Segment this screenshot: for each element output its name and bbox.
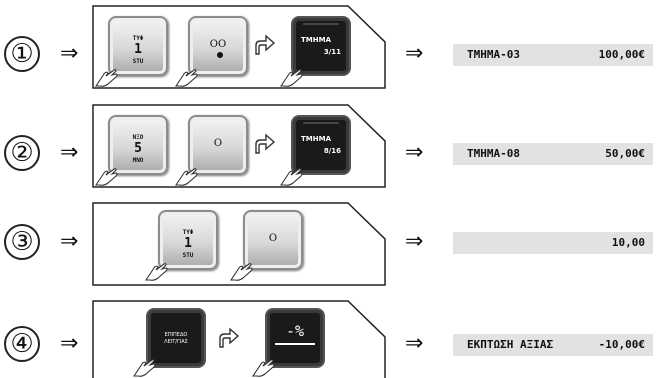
implies-arrow: ⇒	[60, 331, 79, 356]
implies-arrow: ⇒	[60, 229, 79, 254]
display-readout: ΤΜΗΜΑ-08 50,00€	[453, 143, 653, 165]
underline-bar	[275, 343, 315, 345]
key-percent-discount[interactable]: -%	[265, 308, 325, 368]
implies-arrow: ⇒	[405, 140, 424, 165]
implies-arrow: ⇒	[405, 331, 424, 356]
display-readout: 10,00	[453, 232, 653, 254]
key-zero[interactable]: O	[188, 115, 248, 175]
display-text: ΕΚΠΤΩΣΗ ΑΞΙΑΣ	[467, 338, 554, 351]
display-value: 50,00€	[605, 147, 645, 160]
step-2: ② ⇒ ΝΞΟ 5 MNO O ΤΜΗΜΑ 8/16 ⇒ ΤΜΗΜΑ-08 50…	[0, 100, 659, 190]
hand-pointer-icon	[174, 168, 198, 186]
key-operating-level[interactable]: ΕΠΙΠΕΔΟ ΛΕΙΤ/ΓΙΑΣ	[146, 308, 206, 368]
step-4: ④ ⇒ ΕΠΙΠΕΔΟ ΛΕΙΤ/ΓΙΑΣ -% ⇒ ΕΚΠΤΩΣΗ ΑΞΙΑΣ…	[0, 296, 659, 378]
step-number: ①	[4, 36, 40, 72]
implies-arrow: ⇒	[60, 41, 79, 66]
step-number: ④	[4, 326, 40, 362]
display-readout: ΤΜΗΜΑ-03 100,00€	[453, 44, 653, 66]
hand-pointer-icon	[174, 69, 198, 87]
hand-pointer-icon	[94, 69, 118, 87]
step-3: ③ ⇒ ΤΥΦ 1 STU O ⇒ 10,00	[0, 198, 659, 288]
display-value: -10,00€	[598, 338, 645, 351]
implies-arrow: ⇒	[60, 140, 79, 165]
implies-arrow: ⇒	[405, 229, 424, 254]
key-1-stu[interactable]: ΤΥΦ 1 STU	[108, 16, 168, 76]
hand-pointer-icon	[132, 359, 156, 377]
display-readout: ΕΚΠΤΩΣΗ ΑΞΙΑΣ -10,00€	[453, 334, 653, 356]
display-text: ΤΜΗΜΑ-08	[467, 147, 520, 160]
decimal-dot	[217, 52, 223, 58]
then-arrow-icon	[219, 327, 240, 348]
key-double-zero[interactable]: OO	[188, 16, 248, 76]
key-5-mno[interactable]: ΝΞΟ 5 MNO	[108, 115, 168, 175]
hand-pointer-icon	[144, 263, 168, 281]
step-1: ① ⇒ ΤΥΦ 1 STU OO ΤΜΗΜΑ 3/11 ⇒ ΤΜΗΜΑ-03 1…	[0, 0, 659, 90]
then-arrow-icon	[255, 34, 276, 55]
then-arrow-icon	[255, 133, 276, 154]
hand-pointer-icon	[251, 359, 275, 377]
step-number: ③	[4, 224, 40, 260]
key-1-stu[interactable]: ΤΥΦ 1 STU	[158, 210, 218, 270]
key-department-3-11[interactable]: ΤΜΗΜΑ 3/11	[291, 16, 351, 76]
display-value: 100,00€	[598, 48, 645, 61]
hand-pointer-icon	[279, 69, 303, 87]
display-value: 10,00	[611, 236, 645, 249]
display-text: ΤΜΗΜΑ-03	[467, 48, 520, 61]
key-zero[interactable]: O	[243, 210, 303, 270]
hand-pointer-icon	[279, 168, 303, 186]
implies-arrow: ⇒	[405, 41, 424, 66]
hand-pointer-icon	[229, 263, 253, 281]
key-department-8-16[interactable]: ΤΜΗΜΑ 8/16	[291, 115, 351, 175]
hand-pointer-icon	[94, 168, 118, 186]
step-number: ②	[4, 135, 40, 171]
